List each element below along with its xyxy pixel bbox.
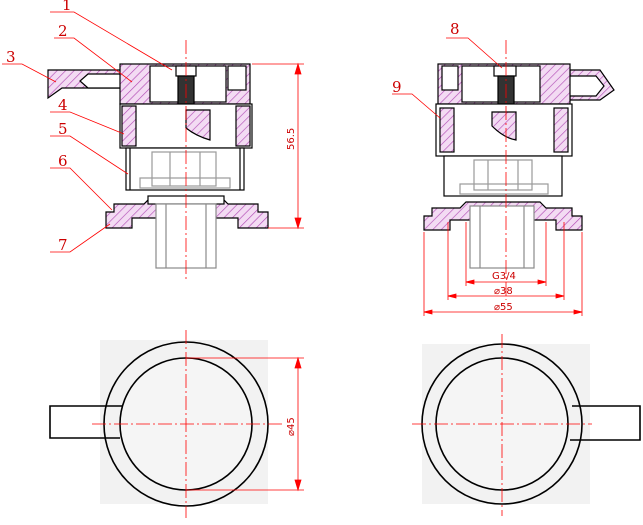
callout-7: 7 [58,236,68,254]
outer-dia-label: ⌀55 [494,302,513,313]
callout-2: 2 [58,22,68,40]
thread-dim-label: G3/4 [492,271,516,282]
callout-3: 3 [6,48,16,66]
height-dim-label: 56.5 [286,128,297,150]
callout-1: 1 [62,0,72,14]
right-section-view [423,63,615,269]
left-callouts [2,11,173,253]
plan-handle-left [49,405,122,439]
lever-pin [79,73,125,89]
callout-5: 5 [58,120,68,138]
diameter-dimensions [423,222,583,316]
left-section-view [47,63,269,269]
callout-8: 8 [450,20,460,38]
callout-6: 6 [58,152,68,170]
bottom-fitting [155,203,217,269]
callout-4: 4 [58,96,68,114]
left-plan-view: ⌀45 [49,330,304,518]
inner-dia-label: ⌀38 [494,286,513,297]
right-callouts [392,37,503,119]
top-dia-label: ⌀45 [286,417,297,436]
left-callout-labels: 1 2 3 4 5 6 7 [6,0,72,254]
right-plan-view [412,334,641,516]
shell [125,147,245,191]
plan-handle-right [570,405,641,441]
height-dimension [252,62,304,230]
callout-9: 9 [392,78,402,96]
